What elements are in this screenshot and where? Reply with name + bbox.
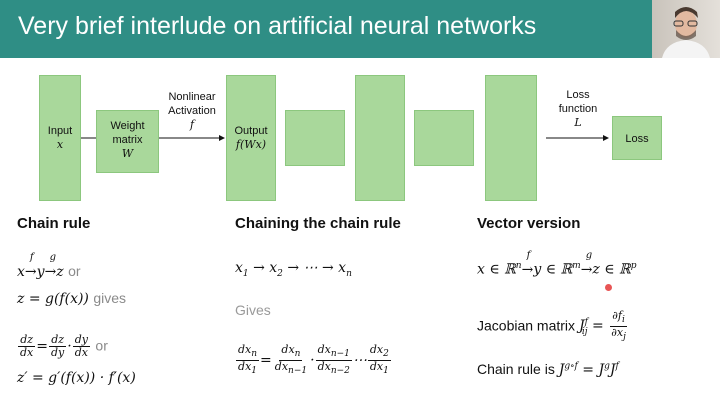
- presenter-image: [662, 7, 710, 58]
- chain-rule-vector-line: Chain rule is Jg∘f = JgJf: [477, 361, 619, 378]
- chain-rule-function: z = g(f(x)) gives: [17, 290, 127, 307]
- slide-title: Very brief interlude on artificial neura…: [18, 12, 537, 40]
- title-bar: Very brief interlude on artificial neura…: [0, 0, 720, 58]
- output-layer-box: [226, 75, 276, 201]
- hidden-layer-box-4: [485, 75, 537, 201]
- input-label: Input x: [47, 125, 73, 151]
- loss-function-label: Loss function L: [558, 89, 598, 129]
- network-diagram-arrows: [81, 135, 609, 141]
- weight-matrix-label: Weight matrix W: [110, 120, 145, 160]
- output-label: Output f(Wx): [234, 125, 268, 151]
- vector-heading: Vector version: [477, 215, 581, 232]
- chaining-heading: Chaining the chain rule: [235, 215, 401, 232]
- chain-rule-heading: Chain rule: [17, 215, 91, 232]
- input-layer-box: [39, 75, 81, 201]
- hidden-layer-box-2: [355, 75, 405, 201]
- nonlinear-activation-label: Nonlinear Activation f: [168, 91, 216, 131]
- laser-pointer: [605, 284, 612, 291]
- hidden-layer-box-1: [285, 110, 345, 166]
- jacobian-line: Jacobian matrix Jfij = ∂fi∂xj: [477, 309, 627, 343]
- loss-box: [612, 116, 662, 160]
- hidden-layer-box-3: [414, 110, 474, 166]
- loss-label: Loss: [625, 133, 649, 145]
- chaining-gives: Gives: [235, 302, 271, 318]
- webcam-video: [652, 0, 720, 58]
- weight-matrix-box: [96, 110, 159, 173]
- chain-rule-prime: z′ = g′(f(x)) · f′(x): [17, 370, 136, 386]
- chaining-sequence: x1 → x2 → ⋯ → xn: [235, 260, 352, 279]
